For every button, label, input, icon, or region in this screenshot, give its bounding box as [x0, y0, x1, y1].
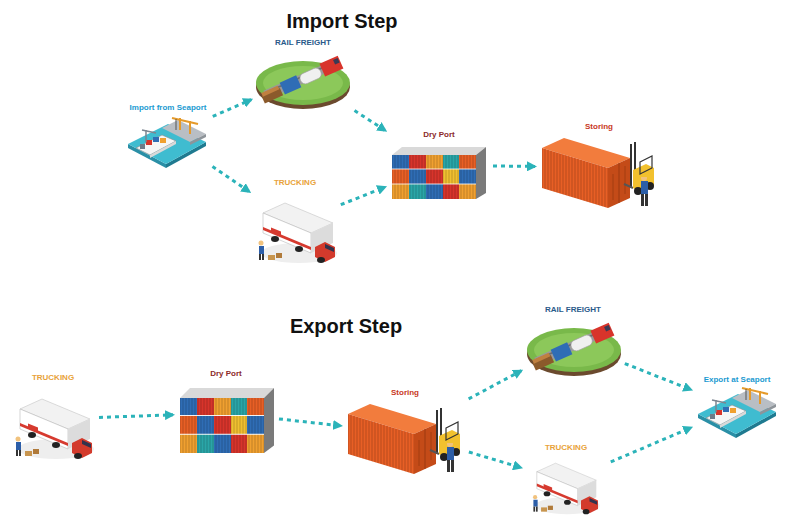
icon-node: TRUCKING: [524, 443, 608, 519]
flow-arrow: [611, 428, 691, 462]
flow-arrow: [469, 371, 522, 399]
icon-node: RAIL FREIGHT: [254, 38, 352, 116]
rail-freight-icon: [527, 323, 621, 376]
step-label: Import from Seaport: [126, 103, 210, 113]
icon-node: Dry Port: [388, 130, 490, 201]
icon-node: TRUCKING: [252, 178, 338, 268]
flow-arrow: [493, 165, 535, 168]
icon-node: RAIL FREIGHT: [524, 305, 622, 381]
icon-node: Import from Seaport: [126, 103, 210, 169]
truck-icon: [533, 463, 600, 514]
icon-node: TRUCKING: [10, 373, 96, 465]
seaport-icon: [698, 388, 776, 438]
step-label: Dry Port: [176, 369, 276, 379]
storing-icon: [542, 138, 654, 208]
flow-arrow: [341, 187, 385, 205]
icon-node: Storing: [538, 122, 660, 212]
storing-icon: [348, 404, 460, 474]
flow-arrow: [355, 111, 386, 131]
step-label: Storing: [538, 122, 660, 132]
truck-icon: [259, 203, 338, 263]
flow-arrow: [212, 166, 249, 191]
rail-freight-icon: [256, 56, 350, 109]
section-heading: Export Step: [290, 314, 402, 338]
truck-icon: [16, 399, 95, 459]
flow-arrow: [279, 419, 341, 426]
dry-port-icon: [392, 147, 486, 199]
flow-arrow: [625, 364, 691, 390]
step-label: TRUCKING: [10, 373, 96, 383]
step-label: TRUCKING: [524, 443, 608, 453]
dry-port-icon: [180, 388, 274, 453]
step-label: Storing: [344, 388, 466, 398]
flow-arrow: [213, 100, 252, 117]
flow-arrow: [99, 415, 173, 418]
step-label: RAIL FREIGHT: [524, 305, 622, 315]
step-label: RAIL FREIGHT: [254, 38, 352, 48]
icon-node: Export at Seaport: [694, 375, 780, 441]
step-label: Export at Seaport: [694, 375, 780, 385]
icon-node: Dry Port: [176, 369, 276, 457]
section-heading: Import Step: [286, 9, 397, 33]
seaport-icon: [128, 118, 206, 168]
flow-arrow: [469, 452, 521, 468]
icon-node: Storing: [344, 388, 466, 478]
step-label: Dry Port: [388, 130, 490, 140]
step-label: TRUCKING: [252, 178, 338, 188]
